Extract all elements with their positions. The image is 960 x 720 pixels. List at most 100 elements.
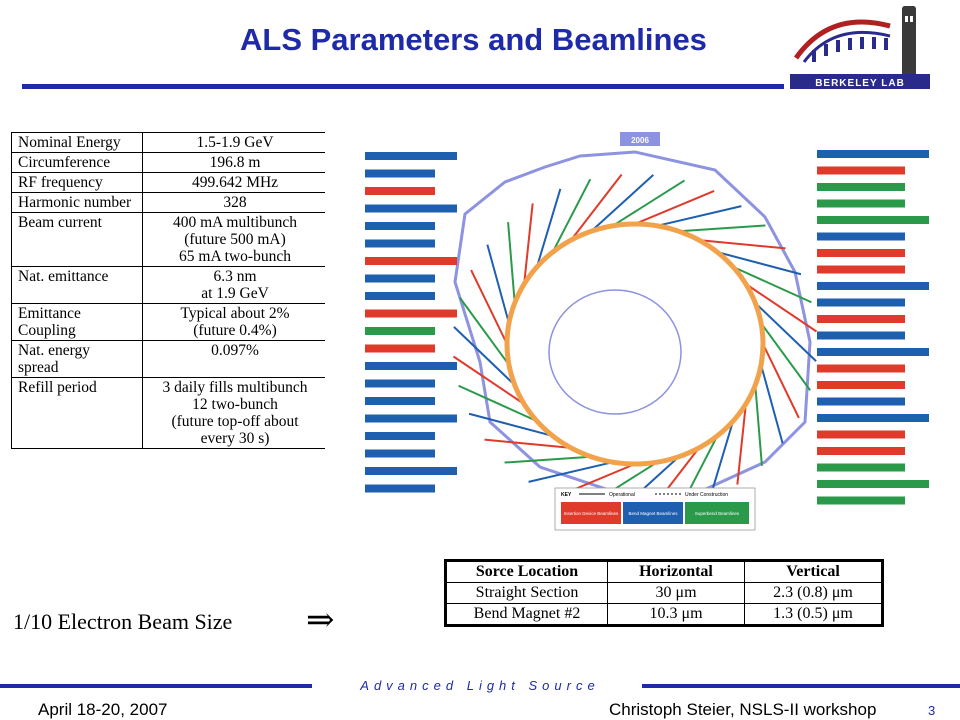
beamline-ray [470,269,508,345]
page-number: 3 [928,703,936,718]
beam-size-header: Horizontal [607,561,745,583]
beamline-ray [762,343,800,419]
beamline-ray [528,461,614,483]
beamline-tag [817,496,905,505]
beamline-tag [365,309,457,318]
parameter-name: RF frequency [11,172,143,193]
parameter-value: Typical about 2%(future 0.4%) [142,303,326,341]
facility-outline [453,150,812,496]
parameter-value: 1.5-1.9 GeV [142,132,326,153]
beamline-ray [656,205,742,227]
beamline-tag [365,292,435,300]
beamline-tag [365,362,457,370]
beamline-tag [817,447,905,455]
beamline-tag [817,315,905,323]
beamline-ray [570,173,623,241]
parameter-value: 196.8 m [142,152,326,173]
beamline-tag [365,344,435,353]
svg-text:Superbend Beamlines: Superbend Beamlines [695,511,740,516]
beamline-tag [817,265,905,274]
beamline-ray [486,244,510,324]
beamline-tag [365,484,435,493]
beamline-ray [698,239,786,250]
beamline-ray [678,224,766,233]
svg-text:Operational: Operational [609,492,635,498]
beamline-ray [484,438,572,449]
year-badge [620,132,660,146]
beamline-map: 2006 KEY Operational Under Construction … [325,122,958,535]
svg-text:Insertion Device Beamlines: Insertion Device Beamlines [564,511,619,516]
beam-size-header: Sorce Location [446,561,608,583]
beamline-tag [817,381,905,389]
beamline-tag [365,432,435,440]
beam-size-cell: 2.3 (0.8) μm [744,582,882,604]
beamline-tag [365,379,435,388]
parameter-value: 328 [142,192,326,213]
footer-author: Christoph Steier, NSLS-II workshop [609,700,877,719]
beamline-ray [612,179,686,227]
beamline-ray [523,203,534,285]
beamline-tag [365,169,435,178]
beamline-ray [468,412,553,437]
beamline-ray [760,322,811,391]
beamline-ray [708,420,735,500]
footer-date: April 18-20, 2007 [38,700,168,719]
beamline-tag [817,364,905,373]
beamline-ray [551,178,592,253]
right-arrow-icon: ⇒ [306,600,335,640]
beamline-tag [817,183,905,191]
beamline-tag [365,187,435,195]
beamline-rays [452,173,818,515]
beamline-ray [590,174,655,232]
beamline-tag [365,467,457,475]
beamline-tag [365,449,435,458]
footer-bar-right [642,684,960,688]
beamline-ray [504,455,592,464]
beamline-ray [458,384,538,423]
beamline-tag [817,397,905,406]
beamline-tag [817,166,905,175]
beamline-ray [745,283,818,333]
beamline-tag [817,480,929,488]
beam-size-header: Vertical [744,561,882,583]
beamline-ray [736,403,747,485]
campanile-tower [902,8,916,74]
parameter-name: Harmonic number [11,192,143,213]
beamline-tag [365,397,435,405]
beamline-ray [634,190,715,225]
parameter-name: Beam current [11,212,143,267]
booster-ring [548,289,682,415]
beamline-tag [817,199,905,208]
beam-size-label: 1/10 Electron Beam Size [13,609,233,634]
beamline-tag [817,150,929,158]
slide-title: ALS Parameters and Beamlines [240,22,707,57]
footer-bar-left [0,684,312,688]
beamline-tag [817,430,905,439]
beamline-ray [459,297,510,366]
year-text: 2006 [631,136,649,145]
beamline-tag [817,298,905,307]
beamline-tag [365,274,435,283]
storage-ring [504,221,766,467]
beamline-tag [365,327,435,335]
beamline-tag [817,249,905,257]
beamline-tag [365,152,457,160]
beam-size-cell: 10.3 μm [607,603,745,625]
svg-text:Bend Magnet Beamlines: Bend Magnet Beamlines [628,511,678,516]
beam-size-cell: 30 μm [607,582,745,604]
logo-arc-icon [793,19,891,60]
beamline-tag [817,331,905,340]
parameter-name: Nominal Energy [11,132,143,153]
parameter-value: 499.642 MHz [142,172,326,193]
beamline-tag [817,232,905,241]
